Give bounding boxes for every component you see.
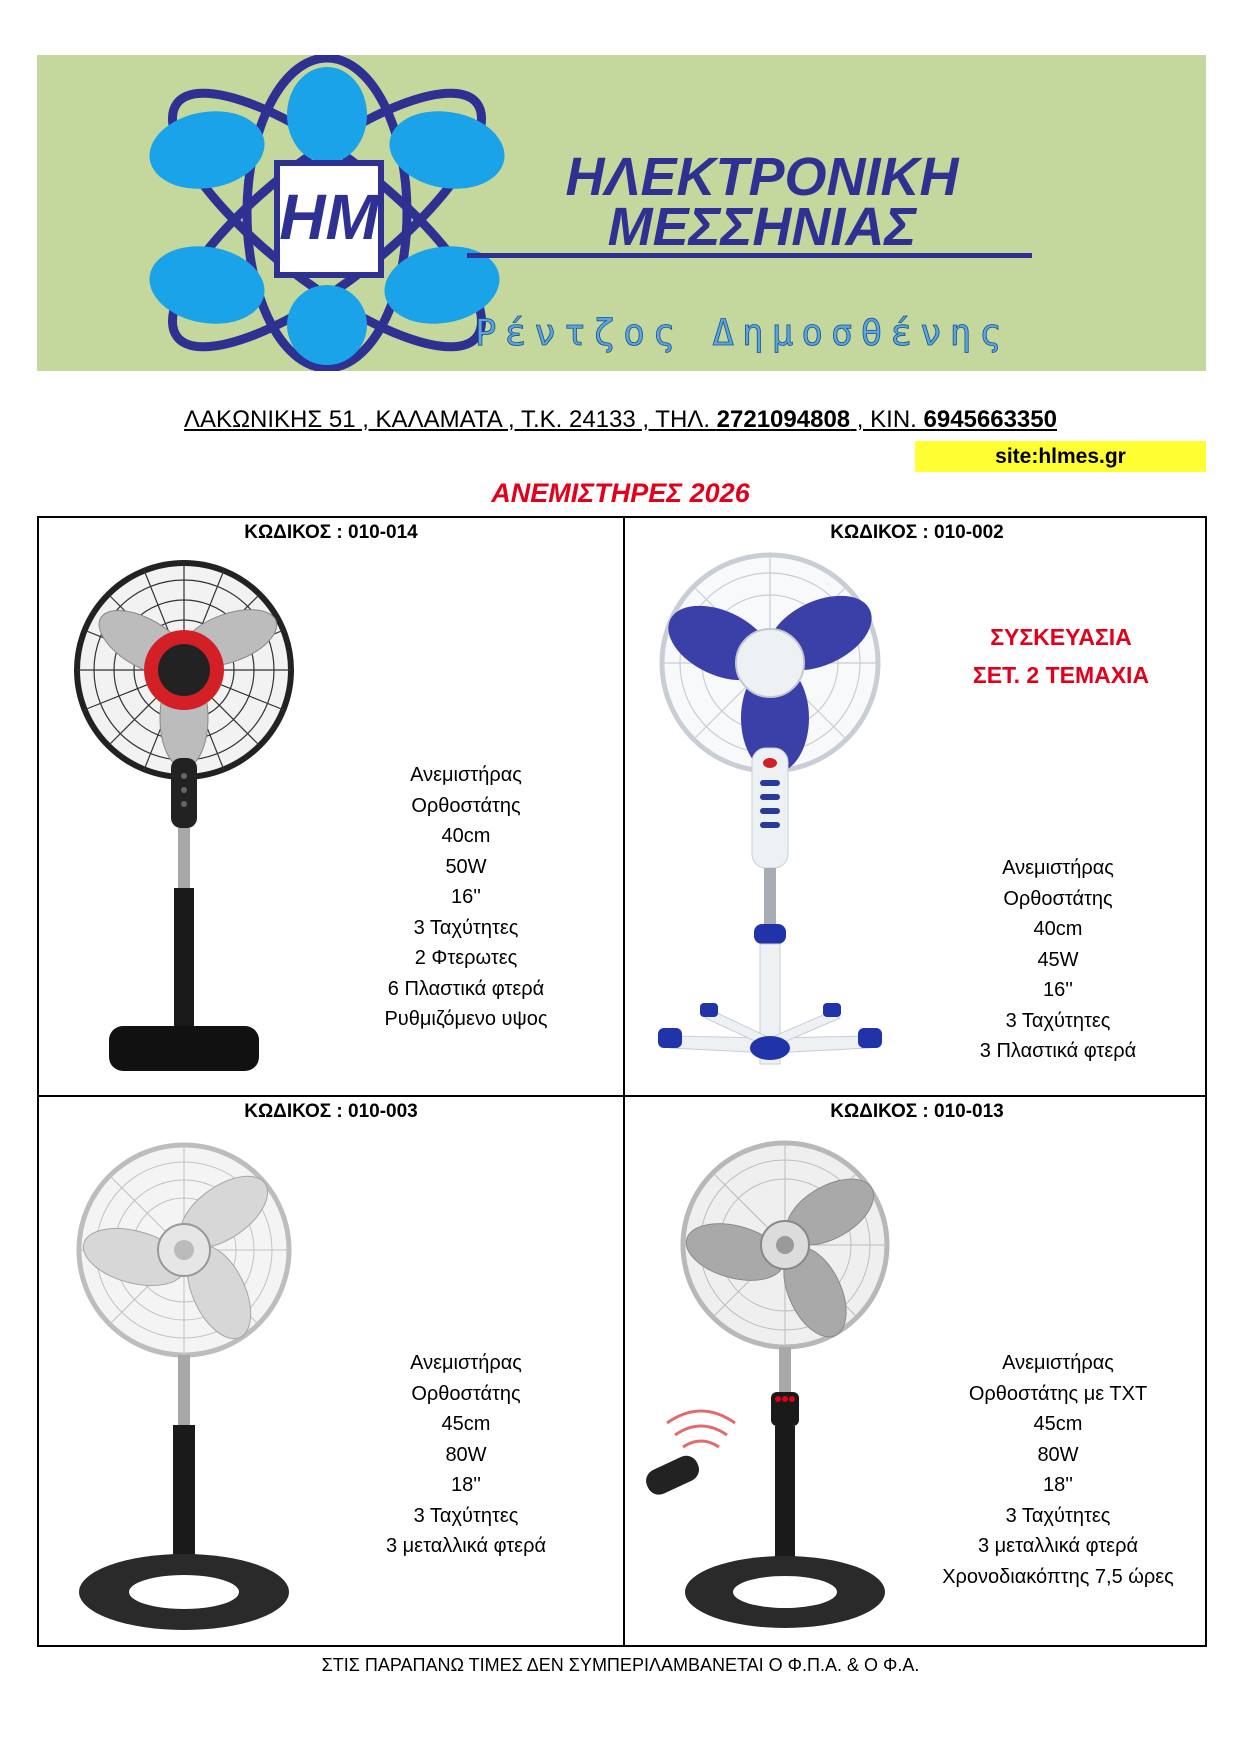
product-grid: ΚΩΔΙΚΟΣ : 010-014 Ανεμι bbox=[37, 516, 1207, 1647]
spec-line: 16'' bbox=[451, 886, 481, 908]
company-name-line2: ΜΕΣΣΗΝΙΑΣ bbox=[608, 197, 918, 257]
vat-disclaimer: ΣΤΙΣ ΠΑΡΑΠΑΝΩ ΤΙΜΕΣ ΔΕΝ ΣΥΜΠΕΡΙΛΑΜΒΑΝΕΤΑ… bbox=[321, 1655, 920, 1675]
spec-line: Ορθοστάτης bbox=[411, 1382, 521, 1405]
spec-line: 45W bbox=[1037, 948, 1079, 971]
spec-line: 3 μεταλλικά φτερά bbox=[977, 1535, 1139, 1557]
spec-line: Ορθοστάτης bbox=[1003, 887, 1113, 910]
spec-line: 6 Πλαστικά φτερά bbox=[387, 977, 545, 1000]
spec-line: 80W bbox=[445, 1443, 487, 1466]
spec-line: 3 μεταλλικά φτερά bbox=[385, 1535, 547, 1557]
product-specs: Ανεμιστήρας Ορθοστάτης 45cm 80W 18'' 3 Τ… bbox=[321, 1348, 611, 1562]
spec-line: 80W bbox=[1037, 1443, 1079, 1466]
spec-line: Χρονοδιακόπτης 7,5 ώρες bbox=[942, 1565, 1174, 1588]
product-code: ΚΩΔΙΚΟΣ : 010-014 bbox=[244, 522, 418, 543]
logo-cyan-shapes bbox=[149, 67, 505, 365]
spec-line: Ορθοστάτης bbox=[411, 794, 521, 817]
spec-line: 50W bbox=[445, 855, 487, 878]
product-card-2: ΚΩΔΙΚΟΣ : 010-002 bbox=[625, 518, 1209, 1095]
mobile-label: , ΚΙΝ. bbox=[850, 406, 924, 433]
spec-line: Ρυθμιζόμενο υψος bbox=[384, 1008, 548, 1030]
page-title: ΑΝΕΜΙΣΤΗΡΕΣ 2026 bbox=[491, 478, 750, 508]
product-code: ΚΩΔΙΚΟΣ : 010-002 bbox=[830, 522, 1004, 543]
product-code: ΚΩΔΙΚΟΣ : 010-013 bbox=[830, 1101, 1004, 1122]
spec-line: 3 Πλαστικά φτερά bbox=[979, 1040, 1137, 1062]
product-card-4: ΚΩΔΙΚΟΣ : 010-013 bbox=[625, 1097, 1209, 1647]
spec-line: 18'' bbox=[1043, 1474, 1073, 1496]
logo-center-box bbox=[274, 160, 384, 278]
spec-line: 16'' bbox=[1043, 979, 1073, 1001]
fan-image-2 bbox=[658, 552, 882, 1065]
product-specs: Ανεμιστήρας Ορθοστάτης 40cm 50W 16'' 3 Τ… bbox=[321, 760, 611, 1035]
spec-line: 40cm bbox=[441, 825, 491, 847]
product-card-3: ΚΩΔΙΚΟΣ : 010-003 Ανεμιστήρας Ορθοστάτης bbox=[39, 1097, 623, 1647]
website-badge: site:hlmes.gr bbox=[915, 441, 1206, 472]
spec-line: 3 Ταχύτητες bbox=[1005, 1504, 1111, 1527]
logo-underline bbox=[467, 253, 1032, 258]
product-specs: Ανεμιστήρας Ορθοστάτης με ΤΧΤ 45cm 80W 1… bbox=[913, 1348, 1203, 1592]
fan-image-1 bbox=[74, 560, 294, 1071]
packaging-note: ΣΥΣΚΕΥΑΣΙΑ ΣΕΤ. 2 ΤΕΜΑΧΙΑ bbox=[911, 618, 1211, 694]
spec-line: Ανεμιστήρας bbox=[1002, 857, 1114, 879]
spec-line: 3 Ταχύτητες bbox=[413, 1504, 519, 1527]
packaging-note-line2: ΣΕΤ. 2 ΤΕΜΑΧΙΑ bbox=[972, 662, 1150, 688]
product-code: ΚΩΔΙΚΟΣ : 010-003 bbox=[244, 1101, 418, 1122]
grid-divider-vertical bbox=[623, 518, 625, 1645]
spec-line: Ανεμιστήρας bbox=[410, 1352, 522, 1374]
product-specs: Ανεμιστήρας Ορθοστάτης 40cm 45W 16'' 3 Τ… bbox=[913, 853, 1203, 1067]
spec-line: 45cm bbox=[441, 1413, 491, 1435]
spec-line: 40cm bbox=[1033, 918, 1083, 940]
mobile-number: 6945663350 bbox=[923, 406, 1057, 433]
logo-monogram: HM bbox=[279, 181, 380, 253]
spec-line: Ορθοστάτης με ΤΧΤ bbox=[968, 1382, 1148, 1405]
product-card-1: ΚΩΔΙΚΟΣ : 010-014 Ανεμι bbox=[39, 518, 623, 1095]
spec-line: 18'' bbox=[451, 1474, 481, 1496]
spec-line: Ανεμιστήρας bbox=[1002, 1352, 1114, 1374]
contact-address: ΛΑΚΩΝΙΚΗΣ 51 , ΚΑΛΑΜΑΤΑ , Τ.Κ. 24133 , Τ… bbox=[0, 406, 1241, 434]
spec-line: 45cm bbox=[1033, 1413, 1083, 1435]
address-text: ΛΑΚΩΝΙΚΗΣ 51 , ΚΑΛΑΜΑΤΑ , Τ.Κ. 24133 , Τ… bbox=[184, 406, 717, 433]
company-name-line1: ΗΛΕΚΤΡΟΝΙΚΗ bbox=[565, 147, 959, 207]
company-logo: HM ΗΛΕΚΤΡΟΝΙΚΗ ΜΕΣΣΗΝΙΑΣ Ρέντζος Δημοσθέ… bbox=[149, 55, 1032, 371]
phone-number: 2721094808 bbox=[716, 406, 851, 433]
logo-orbit-3 bbox=[242, 55, 412, 371]
header-banner: HM ΗΛΕΚΤΡΟΝΙΚΗ ΜΕΣΣΗΝΙΑΣ Ρέντζος Δημοσθέ… bbox=[37, 55, 1206, 371]
fan-image-4 bbox=[646, 1140, 890, 1628]
grid-divider-horizontal bbox=[39, 1095, 1205, 1097]
spec-line: 3 Ταχύτητες bbox=[1005, 1009, 1111, 1032]
owner-name: Ρέντζος Δημοσθένης bbox=[475, 313, 1009, 354]
fan-image-3 bbox=[76, 1142, 292, 1630]
spec-line: 3 Ταχύτητες bbox=[413, 916, 519, 939]
spec-line: Ανεμιστήρας bbox=[410, 764, 522, 786]
spec-line: 2 Φτερωτες bbox=[414, 947, 518, 969]
packaging-note-line1: ΣΥΣΚΕΥΑΣΙΑ bbox=[990, 624, 1132, 650]
